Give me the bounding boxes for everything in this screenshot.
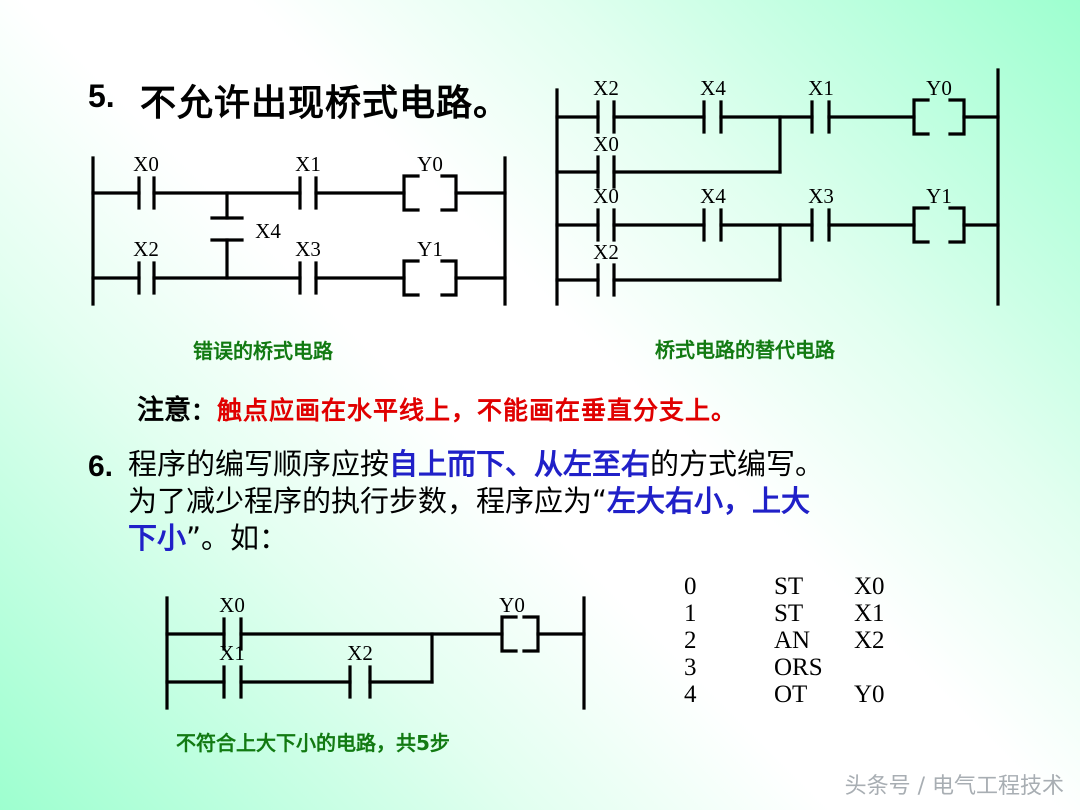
note-label: 注意 (137, 395, 191, 426)
instruction-op: ST (774, 600, 804, 627)
instruction-row: 2 AN X2 (684, 627, 914, 654)
caption-example: 不符合上大下小的电路，共5步 (176, 731, 450, 755)
instruction-row: 4 OT Y0 (684, 681, 914, 708)
ladder-repl-label-x4-b: X4 (700, 184, 726, 208)
caption-replacement: 桥式电路的替代电路 (655, 338, 835, 362)
item-6-line1-a: 程序的编写顺序应按 (128, 447, 390, 481)
ladder-wrong-label-x0: X0 (133, 152, 159, 176)
note-row: 注意 ： 触点应画在水平线上，不能画在垂直分支上。 (137, 388, 737, 427)
instruction-list-body: 0 ST X0 1 ST X1 2 AN X2 3 ORS (684, 573, 914, 708)
note-text: 触点应画在水平线上，不能画在垂直分支上。 (217, 396, 738, 425)
ladder-diagram-wrong-bridge: X0 X1 Y0 X2 X3 Y1 X4 (84, 152, 524, 310)
instruction-step: 3 (684, 654, 697, 681)
instruction-arg (854, 654, 914, 681)
ladder-wrong-label-y0: Y0 (417, 152, 443, 176)
item-5-number: 5. (88, 78, 115, 114)
ladder-repl-label-x4-a: X4 (700, 76, 726, 100)
instruction-step: 1 (684, 600, 697, 627)
instruction-list: 0 ST X0 1 ST X1 2 AN X2 3 ORS (684, 573, 914, 708)
ladder-example-label-x1: X1 (219, 641, 245, 665)
instruction-op: ST (774, 573, 804, 600)
instruction-step: 2 (684, 627, 697, 654)
item-6-line2-a: 为了减少程序的执行步数，程序应为“ (128, 484, 608, 518)
ladder-wrong-label-x4: X4 (255, 219, 281, 243)
instruction-op: ORS (774, 654, 823, 681)
ladder-repl-label-y1: Y1 (926, 184, 952, 208)
item-5-heading: 不允许出现桥式电路。 (140, 83, 511, 124)
ladder-wrong-label-y1: Y1 (417, 237, 443, 261)
caption-wrong-bridge: 错误的桥式电路 (193, 339, 333, 363)
instruction-op: AN (774, 627, 811, 654)
instruction-row: 1 ST X1 (684, 600, 914, 627)
item-6-line3-b: 下小 (128, 521, 187, 555)
item-6-body: 程序的编写顺序应按自上而下、从左至右的方式编写。 为了减少程序的执行步数，程序应… (128, 446, 1028, 557)
instruction-row: 0 ST X0 (684, 573, 914, 600)
ladder-wrong-label-x3: X3 (295, 237, 321, 261)
item-6-number: 6. (88, 450, 114, 483)
ladder-example-label-x2: X2 (347, 641, 373, 665)
instruction-step: 0 (684, 573, 697, 600)
ladder-repl-label-x1: X1 (808, 76, 834, 100)
instruction-arg: X1 (854, 600, 885, 627)
ladder-repl-label-x0: X0 (593, 184, 619, 208)
note-colon: ： (191, 397, 215, 425)
instruction-arg: Y0 (854, 681, 885, 708)
ladder-example-label-y0: Y0 (499, 594, 525, 617)
ladder-diagram-replacement: X2 X4 X1 Y0 X0 X0 X4 X3 Y1 X2 (552, 62, 1012, 310)
instruction-row: 3 ORS (684, 654, 914, 681)
ladder-wrong-label-x1: X1 (295, 152, 321, 176)
instruction-arg: X2 (854, 627, 885, 654)
watermark: 头条号 / 电气工程技术 (844, 774, 1064, 799)
ladder-repl-label-x3: X3 (808, 184, 834, 208)
ladder-example-label-x0: X0 (219, 594, 245, 617)
instruction-arg: X0 (854, 573, 885, 600)
ladder-wrong-label-x2: X2 (133, 237, 159, 261)
item-6-line1-c: 的方式编写。 (650, 447, 825, 481)
item-6-line1-b: 自上而下、从左至右 (389, 447, 651, 481)
ladder-repl-label-y0: Y0 (926, 76, 952, 100)
item-6-line3-c: ”。如： (186, 521, 289, 555)
ladder-repl-label-x2: X2 (593, 76, 619, 100)
ladder-diagram-example: X0 Y0 X1 X2 (160, 594, 600, 716)
instruction-step: 4 (684, 681, 697, 708)
ladder-repl-label-x2-branch: X2 (593, 240, 619, 264)
ladder-repl-label-x0-branch: X0 (593, 132, 619, 156)
item-6-line2-b: 左大右小，上大 (607, 484, 811, 518)
instruction-op: OT (774, 681, 808, 708)
